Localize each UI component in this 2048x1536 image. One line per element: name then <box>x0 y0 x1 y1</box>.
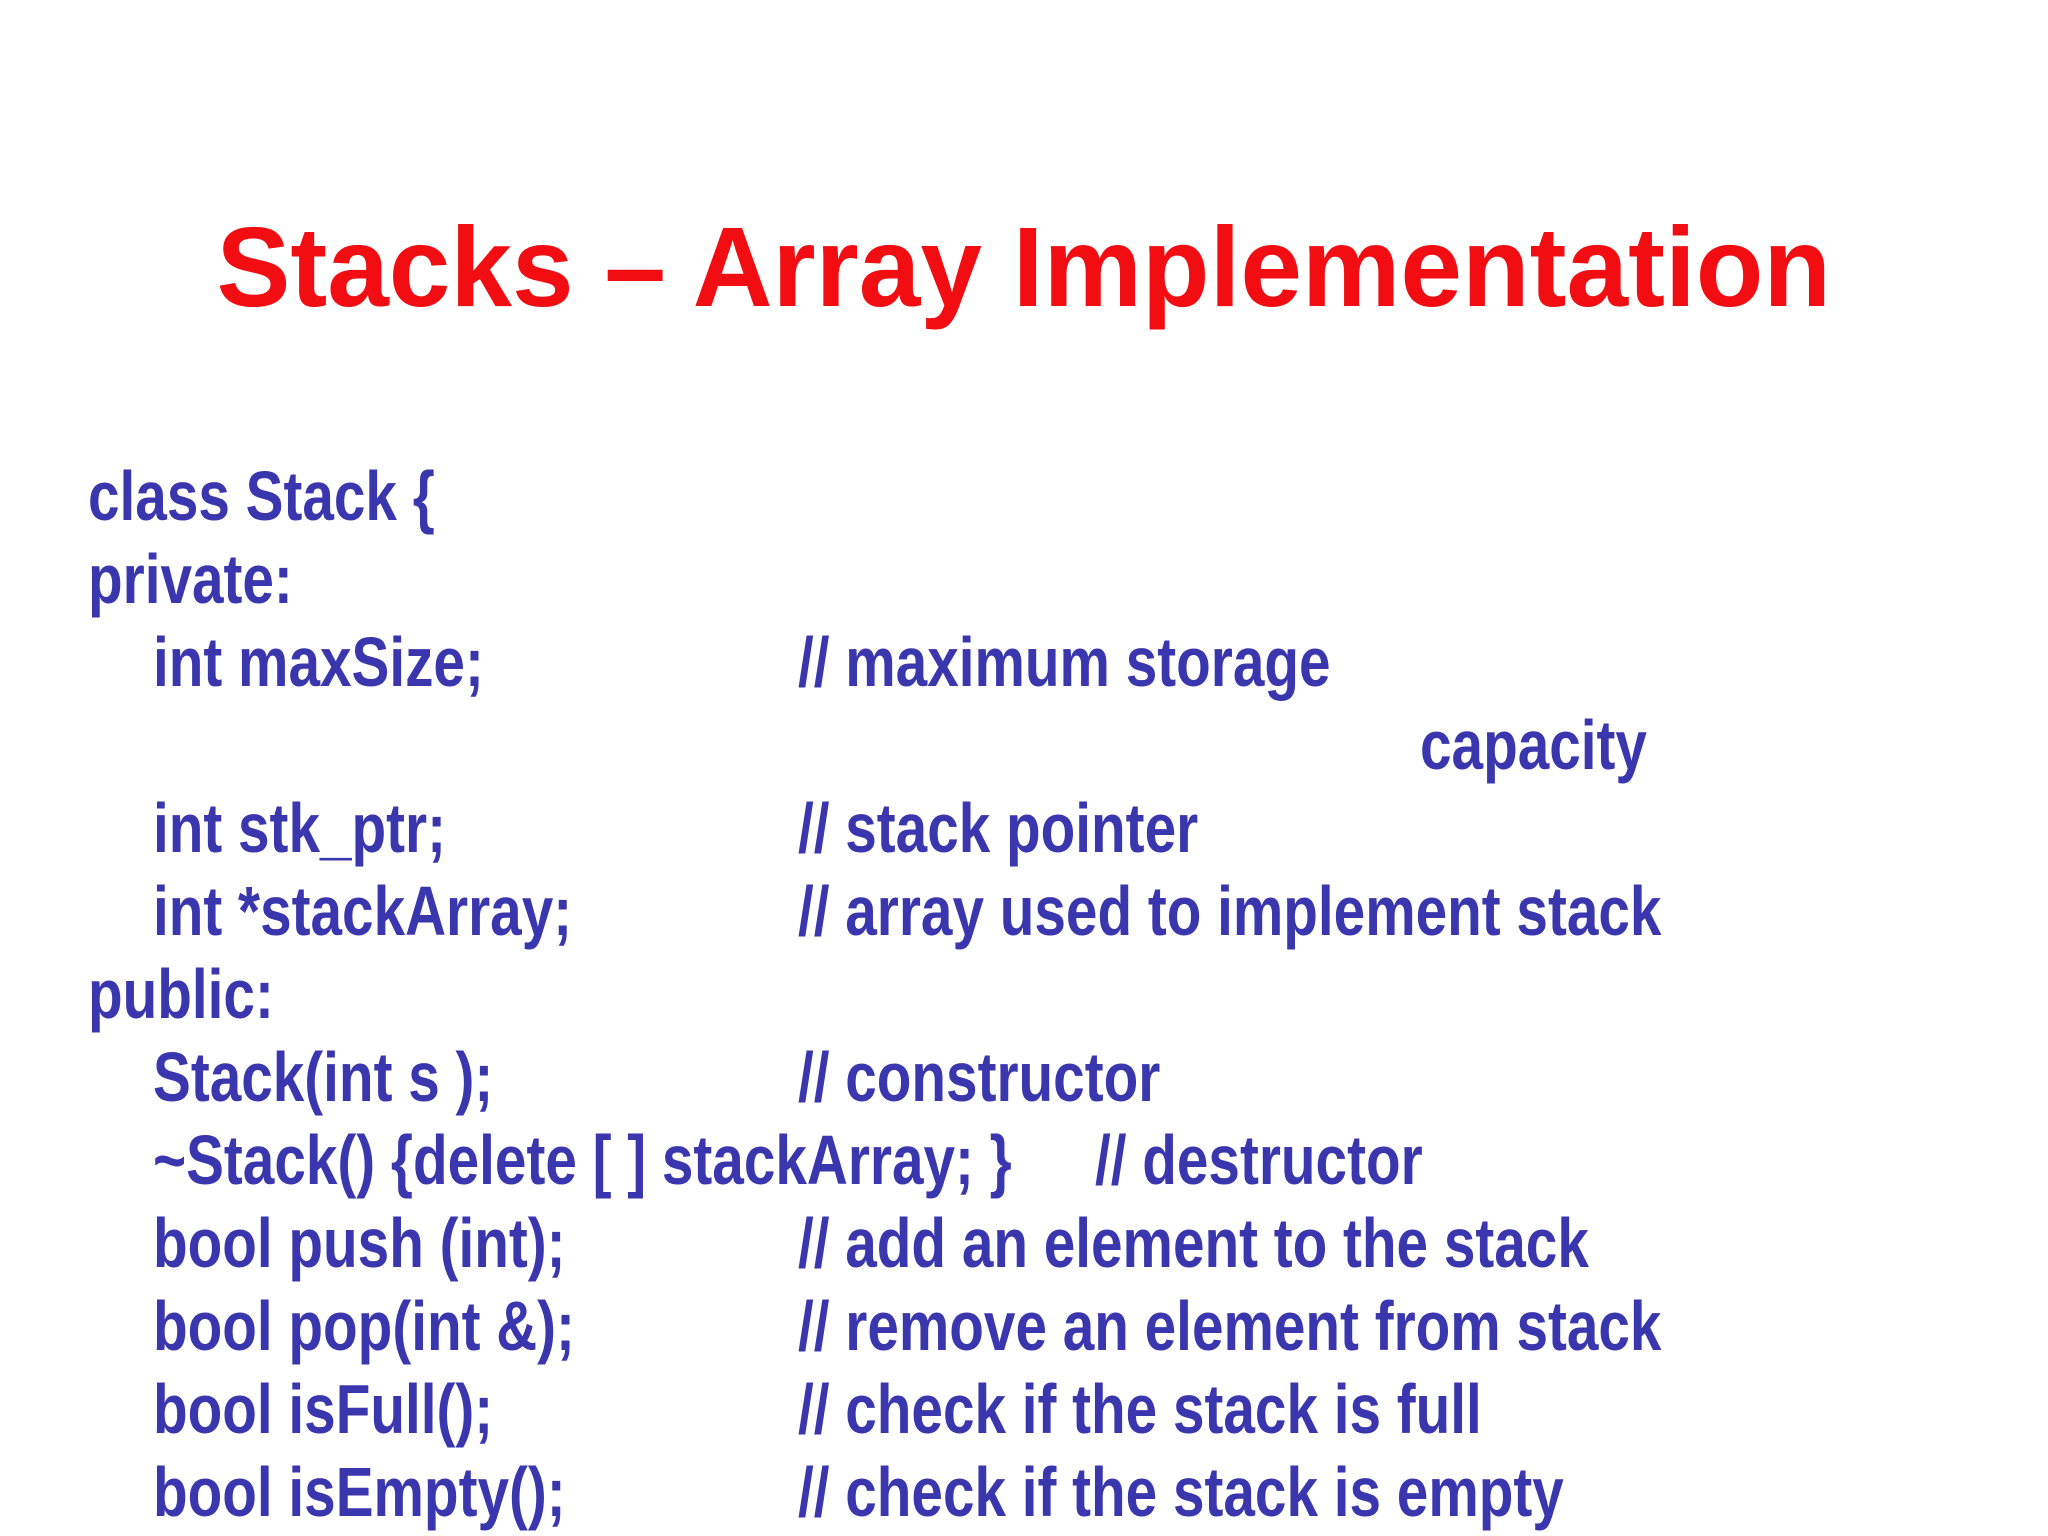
code-text: int stk_ptr; <box>153 789 446 867</box>
comment-text: // array used to implement stack <box>798 872 1662 950</box>
comment-text: // check if the stack is empty <box>798 1453 1564 1531</box>
comment-text: // check if the stack is full <box>798 1370 1482 1448</box>
code-line: int *stackArray; // array used to implem… <box>0 870 2048 953</box>
code-line: int stk_ptr; // stack pointer <box>0 787 2048 870</box>
code-text: class Stack { <box>88 457 435 535</box>
code-line: class Stack { <box>0 455 2048 538</box>
code-text: ~Stack() {delete [ ] stackArray; } <box>153 1121 1012 1199</box>
code-text: private: <box>88 540 293 618</box>
code-line: Stack(int s ); // constructor <box>0 1036 2048 1119</box>
comment-text: // maximum storage <box>798 623 1331 701</box>
code-line: bool pop(int &); // remove an element fr… <box>0 1285 2048 1368</box>
code-line: public: <box>0 953 2048 1036</box>
comment-text: // stack pointer <box>798 789 1199 867</box>
code-text: bool push (int); <box>153 1204 566 1282</box>
comment-text: // add an element to the stack <box>798 1204 1589 1282</box>
code-text: bool isEmpty(); <box>153 1453 566 1531</box>
code-line: int maxSize; // maximum storage <box>0 621 2048 704</box>
comment-text: // remove an element from stack <box>798 1287 1662 1365</box>
code-line: bool push (int); // add an element to th… <box>0 1202 2048 1285</box>
code-text: bool isFull(); <box>153 1370 494 1448</box>
comment-text: // constructor <box>798 1038 1161 1116</box>
page-title: Stacks – Array Implementation <box>0 200 2048 336</box>
code-line: bool isEmpty(); // check if the stack is… <box>0 1451 2048 1534</box>
code-text: int maxSize; <box>153 623 484 701</box>
code-line: ~Stack() {delete [ ] stackArray; } // de… <box>0 1119 2048 1202</box>
code-text: Stack(int s ); <box>153 1038 494 1116</box>
code-text: public: <box>88 955 274 1033</box>
comment-text: // destructor <box>1095 1121 1423 1199</box>
code-text: bool pop(int &); <box>153 1287 575 1365</box>
code-text: int *stackArray; <box>153 872 573 950</box>
code-line: private: <box>0 538 2048 621</box>
code-line: bool isFull(); // check if the stack is … <box>0 1368 2048 1451</box>
code-block: class Stack { private: int maxSize; // m… <box>0 455 2048 1534</box>
code-line: capacity <box>0 704 2048 787</box>
page-title-text: Stacks – Array Implementation <box>216 204 1832 330</box>
comment-text: capacity <box>1420 706 1647 784</box>
